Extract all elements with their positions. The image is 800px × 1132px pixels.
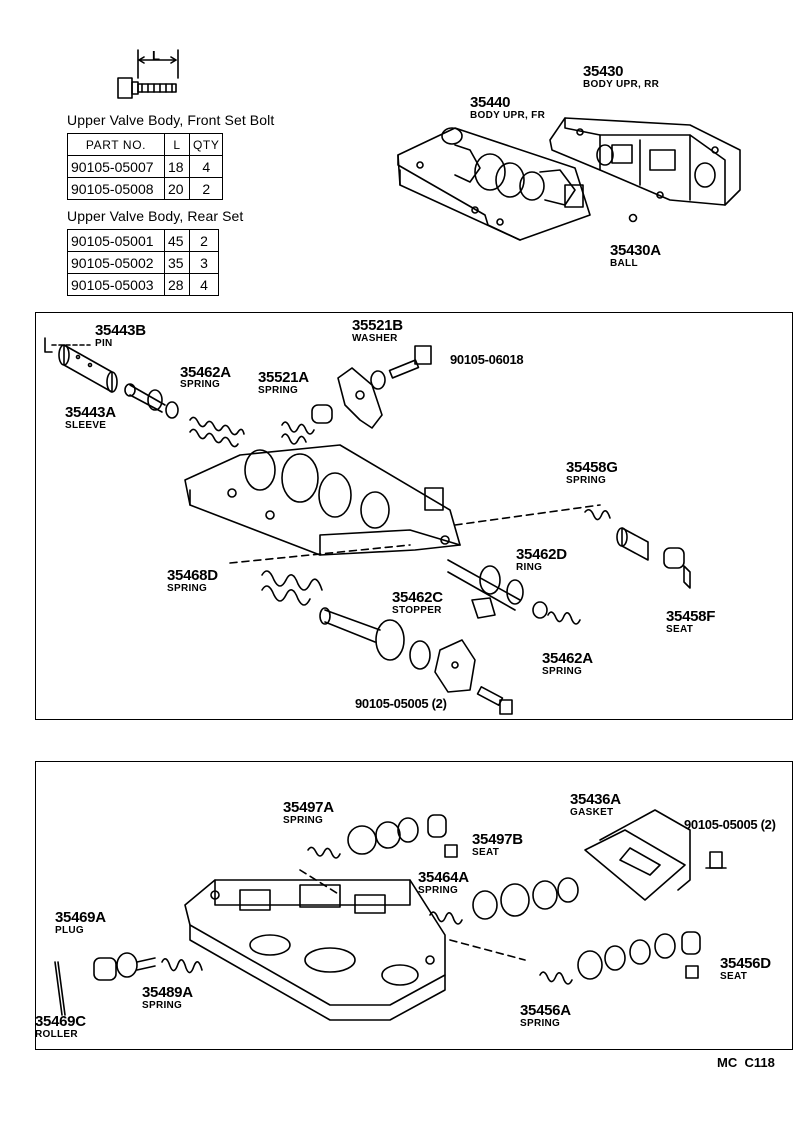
part-name-label: BODY UPR, FR [470,110,546,121]
length-cell: 28 [164,273,190,296]
part-name-label: GASKET [570,807,614,818]
part-name-label: PIN [95,338,113,349]
bolt-length-label: L [152,48,160,63]
table-row: 90105-05007 18 4 [67,155,224,178]
part-name-label: SPRING [258,385,299,396]
part-number-label: 35436A [570,791,621,808]
ball-drawing [628,213,638,223]
table-row: 90105-05008 20 2 [67,177,224,200]
part-name-label: SPRING [542,666,583,677]
part-name-label: BALL [610,258,638,269]
bolt-icon [117,49,179,99]
part-no-header: PART NO. [67,133,165,156]
part-number-label: 35521A [258,369,309,386]
part-number-label: 35440 [470,94,511,111]
part-name-label: SPRING [180,379,221,390]
part-number-label: 35462D [516,546,567,563]
table-row: 90105-05001 45 2 [67,229,219,252]
front-set-bolt-table: PART NO. L QTY 90105-05007 18 4 90105-05… [67,133,224,200]
part-name-label: BODY UPR, RR [583,79,660,90]
part-name-label: SLEEVE [65,420,107,431]
part-number-label: 35468D [167,567,218,584]
part-name-label: SPRING [418,885,459,896]
part-number-label: 35469A [55,909,106,926]
part-name-label: WASHER [352,333,398,344]
part-number-label: 35456A [520,1002,571,1019]
rear-set-bolt-table: 90105-05001 45 2 90105-05002 35 3 90105-… [67,229,219,296]
part-name-label: SPRING [283,815,324,826]
qty-cell: 3 [189,251,219,274]
rear-set-bolt-title: Upper Valve Body, Rear Set [67,208,244,224]
part-name-label: STOPPER [392,605,442,616]
part-name-label: SPRING [167,583,208,594]
front-set-bolt-title: Upper Valve Body, Front Set Bolt [67,112,275,128]
part-name-label: SEAT [666,624,694,635]
part-number-label: 35443B [95,322,146,339]
part-number-label: 35456D [720,955,771,972]
qty-cell: 4 [189,273,219,296]
part-number-label: 35462C [392,589,443,606]
part-number-label: 35469C [35,1013,86,1030]
part-number-label: 35497B [472,831,523,848]
part-no-cell: 90105-05002 [67,251,165,274]
length-cell: 35 [164,251,190,274]
part-name-label: SPRING [142,1000,183,1011]
qty-header: QTY [188,133,224,156]
part-no-cell: 90105-05008 [67,177,165,200]
rear-section-drawing [54,809,727,1021]
part-name-label: ROLLER [35,1029,78,1040]
body-upper-rear-drawing [549,117,741,206]
part-number-label: 35458G [566,459,618,476]
part-number-label: 35489A [142,984,193,1001]
part-name-label: SEAT [472,847,500,858]
part-no-cell: 90105-05007 [67,155,165,178]
table-row: 90105-05003 28 4 [67,273,219,296]
part-name-label: PLUG [55,925,84,936]
part-number-label: 35458F [666,608,716,625]
front-section-frame [35,312,793,720]
qty-cell: 2 [188,177,224,200]
part-number-label: 35464A [418,869,469,886]
part-number-label: 35462A [180,364,231,381]
part-number-label: 35521B [352,317,403,334]
rear-section-frame [35,761,793,1050]
length-cell: 20 [164,177,190,200]
part-number-label: 35497A [283,799,334,816]
part-number-label: 90105-05005 (2) [355,696,447,711]
table-header-row: PART NO. L QTY [67,133,224,156]
part-number-label: 35443A [65,404,116,421]
part-name-label: RING [516,562,543,573]
part-no-cell: 90105-05003 [67,273,165,296]
diagram-code: MC C118 [717,1055,775,1070]
part-no-cell: 90105-05001 [67,229,165,252]
length-cell: 45 [164,229,190,252]
qty-cell: 4 [188,155,224,178]
length-header: L [164,133,190,156]
body-upper-front-drawing [397,127,591,241]
front-section-drawing [44,337,691,715]
part-number-label: 35430A [610,242,661,259]
part-number-label: 35462A [542,650,593,667]
part-number-label: 90105-05005 (2) [684,817,776,832]
length-cell: 18 [164,155,190,178]
part-name-label: SEAT [720,971,748,982]
part-number-label: 35430 [583,63,624,80]
part-name-label: SPRING [566,475,607,486]
part-number-label: 90105-06018 [450,352,524,367]
table-row: 90105-05002 35 3 [67,251,219,274]
qty-cell: 2 [189,229,219,252]
part-name-label: SPRING [520,1018,561,1029]
